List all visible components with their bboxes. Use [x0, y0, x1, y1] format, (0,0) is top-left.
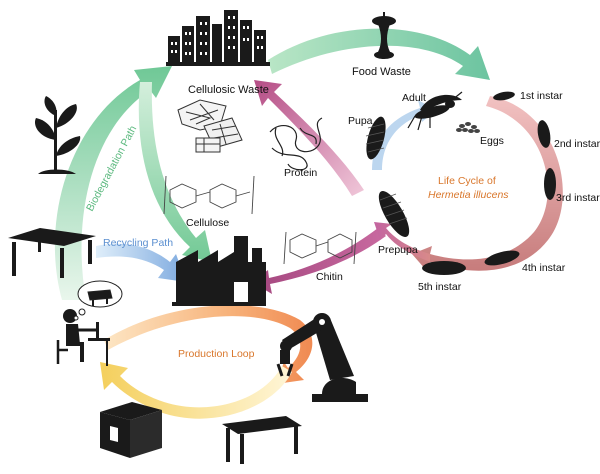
eggs-icon [456, 122, 480, 133]
label-pupa: Pupa [348, 115, 373, 127]
plant-icon [34, 96, 81, 174]
apple-core-icon [372, 12, 396, 59]
person-at-desk-icon [56, 309, 110, 366]
label-second-instar: 2nd instar [554, 138, 600, 150]
label-recycling-path: Recycling Path [103, 237, 173, 249]
label-adult: Adult [402, 92, 426, 104]
chitin-structure-icon [283, 231, 357, 265]
larva-icon [422, 91, 556, 275]
label-protein: Protein [284, 167, 317, 179]
production-loop-arrow [104, 305, 313, 384]
crumpled-paper-icon [177, 99, 243, 153]
label-eggs: Eggs [480, 135, 504, 147]
fly-icon [407, 91, 463, 131]
label-fourth-instar: 4th instar [522, 262, 566, 274]
cellulose-structure-icon [163, 175, 255, 215]
flow-arrow-city-to-food [268, 28, 490, 80]
flow-arrow-biodegradation [54, 66, 173, 300]
label-prepupa: Prepupa [378, 244, 418, 256]
life-cycle-title-line2: Hermetia illucens [428, 189, 509, 201]
flow-arrow-protein [254, 80, 364, 196]
label-third-instar: 3rd instar [556, 192, 600, 204]
flow-arrow-city-to-factory [138, 82, 212, 262]
pupa-icon [365, 116, 410, 237]
label-fifth-instar: 5th instar [418, 281, 462, 293]
flow-arrow-recycling [96, 243, 186, 282]
factory-icon [172, 236, 266, 306]
bottom-table-icon [222, 416, 302, 464]
label-production-loop: Production Loop [178, 348, 255, 360]
label-first-instar: 1st instar [520, 90, 563, 102]
label-cellulose: Cellulose [186, 217, 229, 229]
life-cycle-ring-bottom [374, 222, 430, 262]
flow-arrow-chitin [252, 228, 386, 294]
label-chitin: Chitin [316, 271, 343, 283]
box-icon [100, 402, 162, 458]
label-cellulosic-waste: Cellulosic Waste [188, 84, 269, 96]
city-icon [166, 10, 270, 66]
thought-bubble-icon [73, 280, 123, 321]
life-cycle-title-line1: Life Cycle of [438, 175, 496, 187]
protein-structure-icon [269, 117, 323, 171]
label-food-waste: Food Waste [352, 66, 411, 78]
robot-arm-icon [276, 313, 368, 402]
table-icon [8, 228, 96, 278]
production-loop-return-arrow [100, 362, 292, 419]
